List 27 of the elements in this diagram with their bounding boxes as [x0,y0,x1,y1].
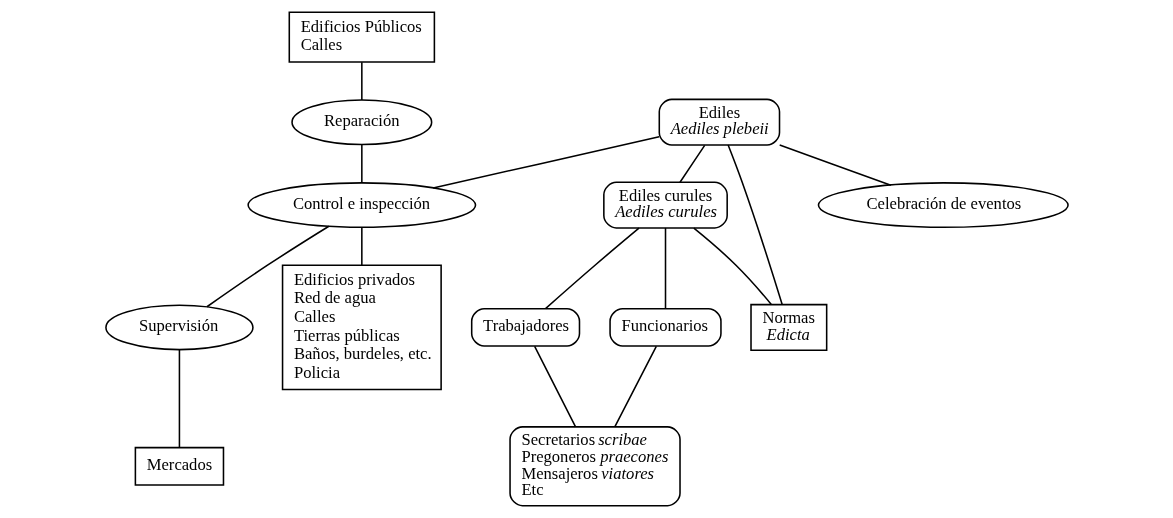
connector [360,226,363,266]
node-box: Ediles curules Aediles curules [602,181,728,229]
node-box: Secretarios scribae Pregoneros praecones Mensajeros viatores Etc [508,426,681,507]
node-box: Ediles Aediles plebeii [658,98,780,146]
connector [613,345,657,428]
node-box: Funcionarios [608,307,722,347]
connector [726,144,783,306]
connector [664,227,666,310]
node-ellipse: Celebración de eventos [817,182,1069,229]
node-ellipse: Supervisión [104,304,254,351]
connector [431,136,660,189]
node-box: Edificios privados Red de agua Calles Tierras públicas Baños, burdeles, etc. Policia [281,264,442,391]
connector [678,144,705,184]
connector [205,225,330,308]
node-ellipse: Control e inspección [246,182,476,229]
connector [360,61,363,101]
node-box: Mercados [134,446,224,486]
connector [544,227,640,310]
connector [533,345,576,428]
connector [178,348,180,449]
node-ellipse: Reparación [290,99,432,146]
node-box: Edificios Públicos Calles [288,11,435,63]
node-box: Normas Edicta [749,303,827,351]
node-box: Trabajadores [470,307,580,347]
connector [778,144,892,186]
connector [692,227,772,306]
connector [360,143,363,184]
